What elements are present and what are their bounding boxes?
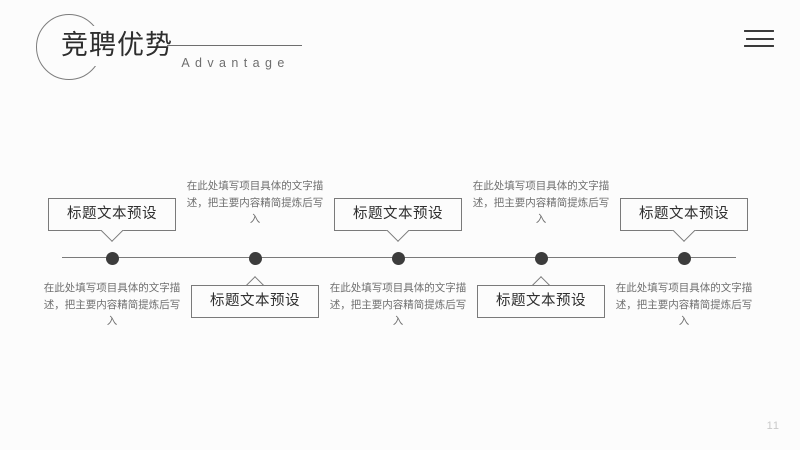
page-subtitle: Advantage: [181, 56, 290, 70]
title-divider-rule: [167, 45, 302, 46]
timeline-title-box[interactable]: 标题文本预设: [48, 198, 176, 231]
timeline-dot[interactable]: [677, 251, 691, 265]
hamburger-line-3: [744, 45, 774, 48]
timeline-callout-tail-shape: [671, 230, 697, 242]
timeline-description: 在此处填写项目具体的文字描述，把主要内容精简提炼后写入: [615, 282, 753, 327]
timeline-callout-tail: [99, 230, 125, 246]
timeline-dot[interactable]: [391, 251, 405, 265]
timeline-description: 在此处填写项目具体的文字描述，把主要内容精简提炼后写入: [186, 180, 324, 225]
timeline-title-box[interactable]: 标题文本预设: [477, 285, 605, 318]
page-title: 竞聘优势: [58, 26, 176, 66]
timeline-callout-tail: [528, 269, 554, 285]
timeline-callout-tail: [671, 230, 697, 246]
slide-header: 竞聘优势 Advantage: [0, 0, 800, 110]
page-number: 11: [766, 420, 780, 432]
timeline-title-box[interactable]: 标题文本预设: [334, 198, 462, 231]
timeline-callout-tail-shape: [99, 230, 125, 242]
timeline-dot[interactable]: [105, 251, 119, 265]
hamburger-line-2: [746, 37, 774, 40]
timeline-callout-tail-shape: [528, 276, 554, 285]
timeline-title-box[interactable]: 标题文本预设: [620, 198, 748, 231]
timeline-callout-tail-shape: [385, 230, 411, 242]
timeline-dot[interactable]: [534, 251, 548, 265]
hamburger-line-1: [744, 30, 774, 33]
timeline-dot[interactable]: [248, 251, 262, 265]
timeline-description: 在此处填写项目具体的文字描述，把主要内容精简提炼后写入: [329, 282, 467, 327]
hamburger-menu-icon[interactable]: [744, 30, 774, 50]
timeline-callout-tail: [242, 269, 268, 285]
timeline-callout-tail: [385, 230, 411, 246]
timeline-callout-tail-shape: [242, 276, 268, 285]
timeline-title-box[interactable]: 标题文本预设: [191, 285, 319, 318]
timeline-description: 在此处填写项目具体的文字描述，把主要内容精简提炼后写入: [472, 180, 610, 225]
timeline-description: 在此处填写项目具体的文字描述，把主要内容精简提炼后写入: [43, 282, 181, 327]
